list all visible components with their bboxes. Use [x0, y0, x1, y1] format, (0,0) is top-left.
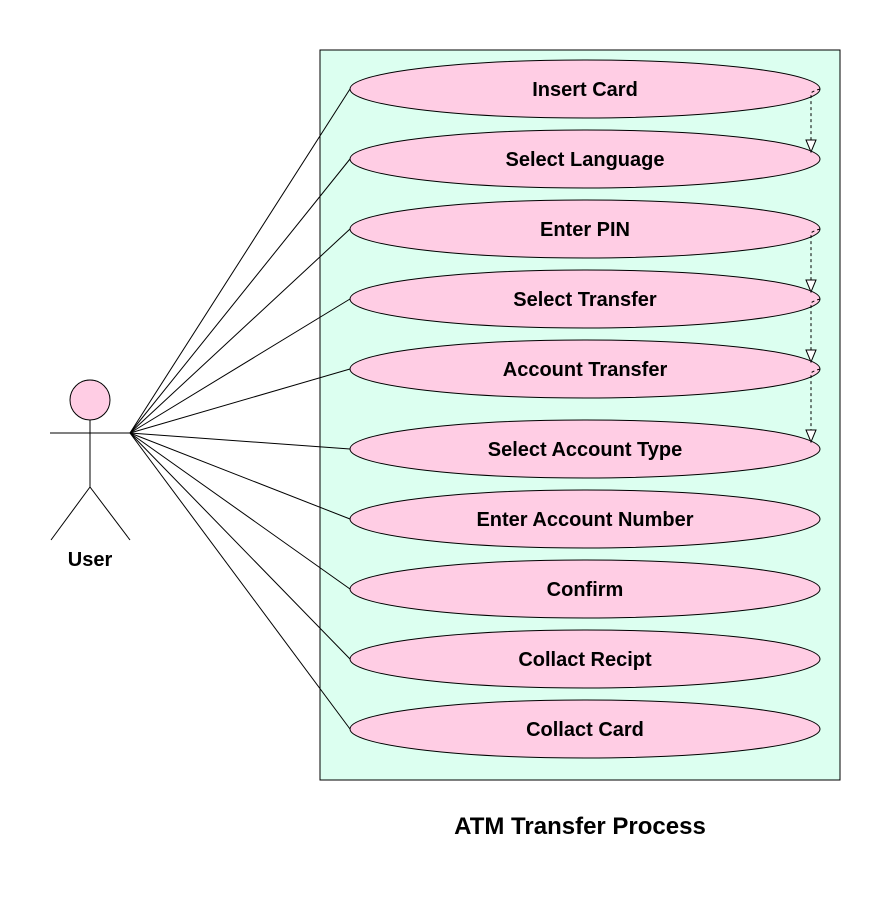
- use-case-label: Collact Card: [526, 719, 644, 741]
- use-case-collact-card: Collact Card: [349, 699, 821, 759]
- use-case-collact-recipt: Collact Recipt: [349, 629, 821, 689]
- dependency-account-transfer-to-select-account-type: [805, 368, 821, 444]
- use-case-select-transfer: Select Transfer: [349, 269, 821, 329]
- use-case-label: Enter PIN: [540, 219, 630, 241]
- actor-left-leg: [50, 486, 91, 541]
- dependency-arrowhead: [805, 429, 817, 444]
- use-case-ellipse: [349, 559, 821, 619]
- association-line-account-transfer: [129, 368, 351, 434]
- association-line-confirm: [129, 432, 351, 590]
- use-case-select-account-type: Select Account Type: [349, 419, 821, 479]
- dependency-arrowhead: [805, 139, 817, 154]
- dependency-line: [810, 88, 821, 140]
- use-case-ellipse: [349, 489, 821, 549]
- actor-right-leg: [89, 486, 131, 541]
- association-line-enter-pin: [129, 228, 351, 434]
- use-case-select-language: Select Language: [349, 129, 821, 189]
- association-line-select-transfer: [129, 298, 351, 434]
- use-case-label: Enter Account Number: [476, 509, 693, 531]
- association-line-select-language: [129, 158, 351, 434]
- association-line-collact-card: [129, 432, 351, 730]
- dependency-line: [810, 368, 821, 430]
- actor-head: [69, 379, 111, 421]
- dependency-line: [810, 298, 821, 350]
- dependency-arrowhead: [805, 349, 817, 364]
- use-case-ellipse: [349, 699, 821, 759]
- dependency-line: [810, 228, 821, 280]
- association-line-enter-account-number: [129, 432, 351, 520]
- dependency-arrowhead: [805, 279, 817, 294]
- dependency-insert-card-to-select-language: [805, 88, 821, 154]
- use-case-label: Select Account Type: [488, 439, 683, 461]
- dependency-arrows: [805, 88, 821, 444]
- use-case-ellipse: [349, 629, 821, 689]
- use-case-enter-pin: Enter PIN: [349, 199, 821, 259]
- use-case-account-transfer: Account Transfer: [349, 339, 821, 399]
- use-case-label: Confirm: [547, 579, 624, 601]
- association-line-insert-card: [129, 88, 351, 434]
- association-lines: [129, 88, 351, 730]
- actor-label: User: [68, 549, 113, 571]
- use-case-ellipse: [349, 419, 821, 479]
- actor-user: User: [50, 379, 131, 571]
- dependency-enter-pin-to-select-transfer: [805, 228, 821, 294]
- association-line-collact-recipt: [129, 432, 351, 660]
- use-case-label: Insert Card: [532, 79, 638, 101]
- use-case-label: Account Transfer: [503, 359, 668, 381]
- use-case-label: Select Transfer: [513, 289, 657, 311]
- use-case-ellipse: [349, 129, 821, 189]
- use-case-confirm: Confirm: [349, 559, 821, 619]
- use-case-insert-card: Insert Card: [349, 59, 821, 119]
- use-case-enter-account-number: Enter Account Number: [349, 489, 821, 549]
- association-line-select-account-type: [129, 432, 351, 450]
- use-case-label: Select Language: [506, 149, 665, 171]
- use-case-label: Collact Recipt: [518, 649, 652, 671]
- diagram-title: ATM Transfer Process: [454, 813, 706, 840]
- dependency-select-transfer-to-account-transfer: [805, 298, 821, 364]
